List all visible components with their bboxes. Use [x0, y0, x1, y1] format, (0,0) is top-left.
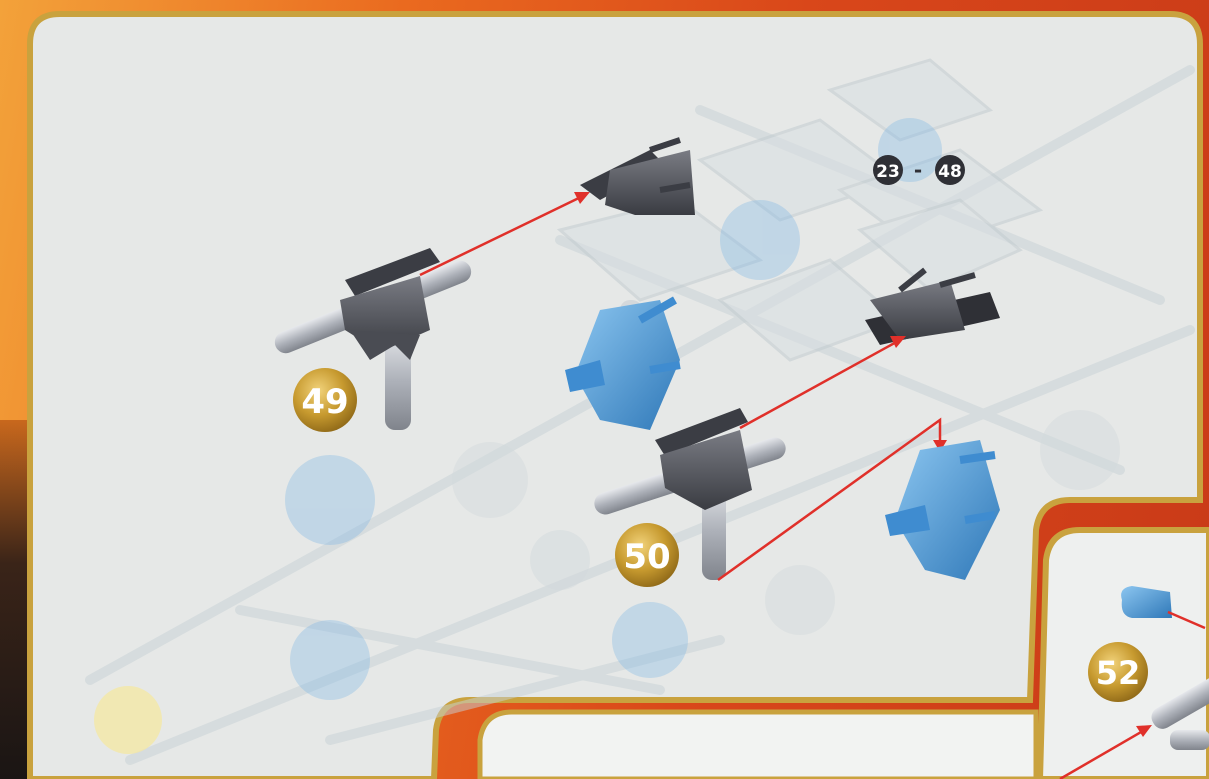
step-49-badge: 49 [293, 368, 357, 432]
reference-range: 23 - 48 [873, 155, 965, 185]
step-52-label: 52 [1096, 654, 1141, 692]
reference-dash: - [914, 158, 922, 182]
step-52-badge: 52 [1088, 642, 1148, 702]
lower-panel-frame [480, 712, 1036, 779]
step-50-label: 50 [623, 537, 670, 577]
reference-from: 23 [876, 162, 900, 182]
step-49-label: 49 [301, 382, 348, 422]
step-50-badge: 50 [615, 523, 679, 587]
reference-to: 48 [938, 162, 962, 182]
yellow-wheel [94, 686, 162, 754]
